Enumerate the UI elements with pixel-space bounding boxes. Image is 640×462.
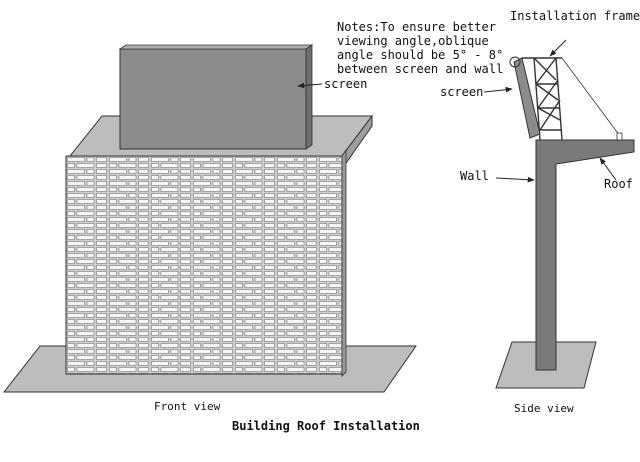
side-wall-roof bbox=[535, 139, 635, 371]
side-screen bbox=[513, 57, 541, 139]
roof-leader bbox=[599, 157, 617, 181]
side-view: Installation frame screen Wall Roof Side… bbox=[440, 9, 640, 415]
wall-leader bbox=[495, 176, 535, 183]
note-line-2: viewing angle,oblique bbox=[337, 34, 489, 48]
front-view: screen Front view bbox=[2, 44, 417, 413]
note-line-4: between screen and wall bbox=[337, 62, 503, 76]
note-line-3: angle should be 5° - 8° bbox=[337, 48, 503, 62]
screen-side-leader bbox=[483, 86, 513, 93]
screen-front-label: screen bbox=[324, 77, 367, 91]
diagram-title: Building Roof Installation bbox=[232, 419, 420, 433]
screen-front-leader bbox=[297, 82, 323, 89]
front-screen-top bbox=[118, 44, 314, 50]
screen-side-label: screen bbox=[440, 85, 483, 99]
installation-frame-leader bbox=[549, 39, 567, 57]
wall-label: Wall bbox=[460, 169, 489, 183]
screen-pivot-marker bbox=[509, 56, 521, 68]
installation-frame-label: Installation frame bbox=[510, 9, 640, 23]
notes-block: Notes:To ensure better viewing angle,obl… bbox=[337, 20, 503, 76]
installation-frame bbox=[522, 57, 621, 141]
front-screen-side bbox=[305, 44, 313, 150]
note-line-1: Notes:To ensure better bbox=[337, 20, 496, 34]
brick-wall bbox=[65, 155, 343, 375]
side-view-label: Side view bbox=[514, 402, 574, 415]
front-view-label: Front view bbox=[154, 400, 221, 413]
front-screen bbox=[119, 48, 307, 150]
brick-wall-side bbox=[341, 148, 347, 377]
frame-anchor bbox=[616, 132, 623, 141]
roof-label: Roof bbox=[604, 177, 633, 191]
